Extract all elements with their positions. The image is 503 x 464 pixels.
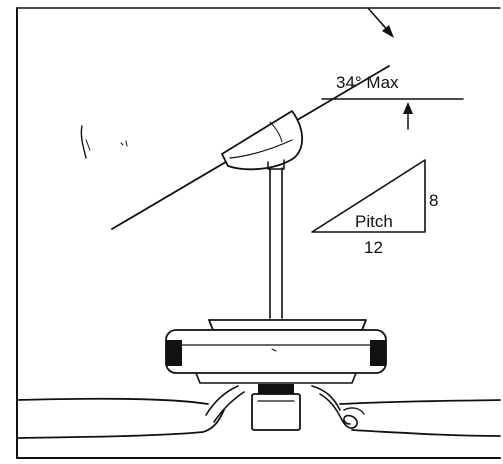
left-blade-top	[16, 397, 209, 405]
rise-label: 8	[429, 191, 438, 210]
right-blade-iron-tip	[343, 407, 365, 415]
right-blade-iron-curl	[319, 393, 358, 429]
right-blade-iron-upper	[311, 385, 341, 411]
angle-annotation: 34° Max	[321, 73, 464, 130]
switch-housing-collar	[258, 384, 294, 394]
angle-arrow-head	[403, 102, 413, 114]
canopy-hook	[269, 121, 283, 143]
pitch-triangle: Pitch 8 12	[311, 159, 438, 257]
max-angle-label: 34° Max	[336, 73, 399, 92]
left-blade-iron-upper	[205, 385, 239, 416]
fan-blades	[16, 397, 501, 439]
fan-canopy	[221, 110, 303, 171]
run-label: 12	[364, 238, 383, 257]
pitch-triangle-outline	[311, 159, 426, 233]
right-blade-bottom	[351, 429, 501, 437]
motor-top-cap	[208, 319, 367, 331]
scan-mark-small	[120, 140, 128, 147]
pointer-arrow-head	[382, 25, 394, 38]
switch-housing-body	[251, 393, 301, 431]
scan-marks	[80, 125, 128, 159]
diagram-frame	[16, 7, 501, 459]
motor-bottom-rim	[195, 372, 357, 384]
scan-mark-left	[80, 125, 87, 159]
motor-right-cap	[370, 340, 386, 366]
downrod	[269, 167, 283, 319]
motor-left-cap	[166, 340, 182, 366]
blade-irons	[205, 385, 365, 429]
canopy-body	[221, 110, 303, 171]
canopy-rim	[229, 139, 293, 159]
switch-housing	[251, 384, 301, 431]
ceiling-pointer-arrow	[367, 7, 394, 38]
right-blade-top	[339, 399, 501, 405]
left-blade-iron-lower	[213, 391, 245, 423]
pitch-label: Pitch	[355, 212, 393, 231]
scan-mark-left-2	[85, 139, 91, 151]
canopy-collar	[267, 159, 285, 170]
left-blade-bottom	[16, 409, 225, 439]
motor-tick	[271, 348, 277, 352]
fan-motor	[165, 319, 387, 384]
